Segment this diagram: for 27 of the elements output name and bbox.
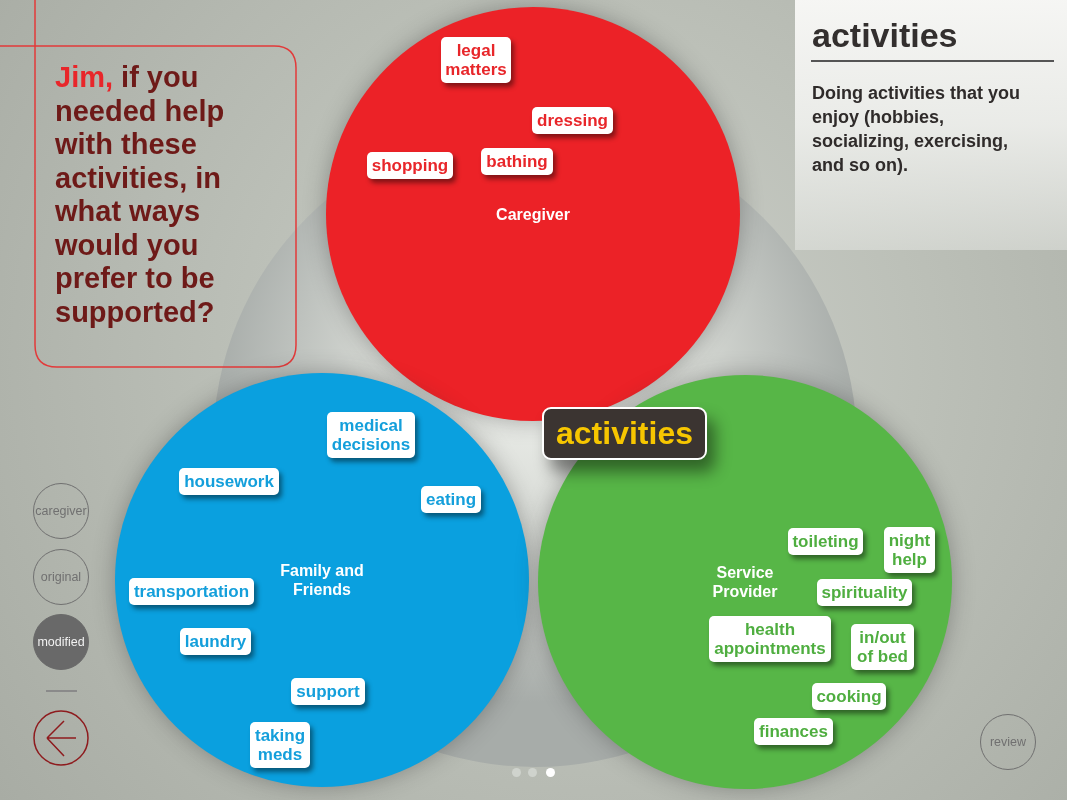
activity-tag: eating xyxy=(421,486,481,513)
mode-button: modified xyxy=(33,614,89,670)
activity-tag: spirituality xyxy=(817,579,912,606)
activity-tag: transportation xyxy=(129,578,254,605)
circle-label: Service Provider xyxy=(711,563,779,601)
activity-tag: support xyxy=(291,678,365,705)
circle-label: Caregiver xyxy=(495,204,571,224)
activity-tag: bathing xyxy=(481,148,553,175)
activity-tag: in/out of bed xyxy=(851,624,914,670)
info-panel xyxy=(795,0,1067,250)
activity-tag: laundry xyxy=(180,628,251,655)
activity-tag: taking meds xyxy=(250,722,310,768)
question-text: Jim, if you needed help with these activities, in what ways would you prefer to be supported? xyxy=(55,61,226,329)
activity-tag: medical decisions xyxy=(327,412,415,458)
activity-tag: shopping xyxy=(367,152,453,179)
activity-tag: toileting xyxy=(788,528,863,555)
activity-tag: health appointments xyxy=(709,616,831,662)
activity-tag: night help xyxy=(884,527,935,573)
activity-tag: cooking xyxy=(812,683,886,710)
circle-label: Family and Friends xyxy=(279,561,365,599)
activity-tag: housework xyxy=(179,468,279,495)
info-description: Doing activities that you enjoy (hobbies, socializing, exercising, and so on). xyxy=(812,82,1022,177)
activity-tag: finances xyxy=(754,718,833,745)
question-panel xyxy=(0,0,297,368)
activity-tag: legal matters xyxy=(441,37,511,83)
info-heading: activities xyxy=(812,15,958,55)
activity-tag: dressing xyxy=(532,107,613,134)
